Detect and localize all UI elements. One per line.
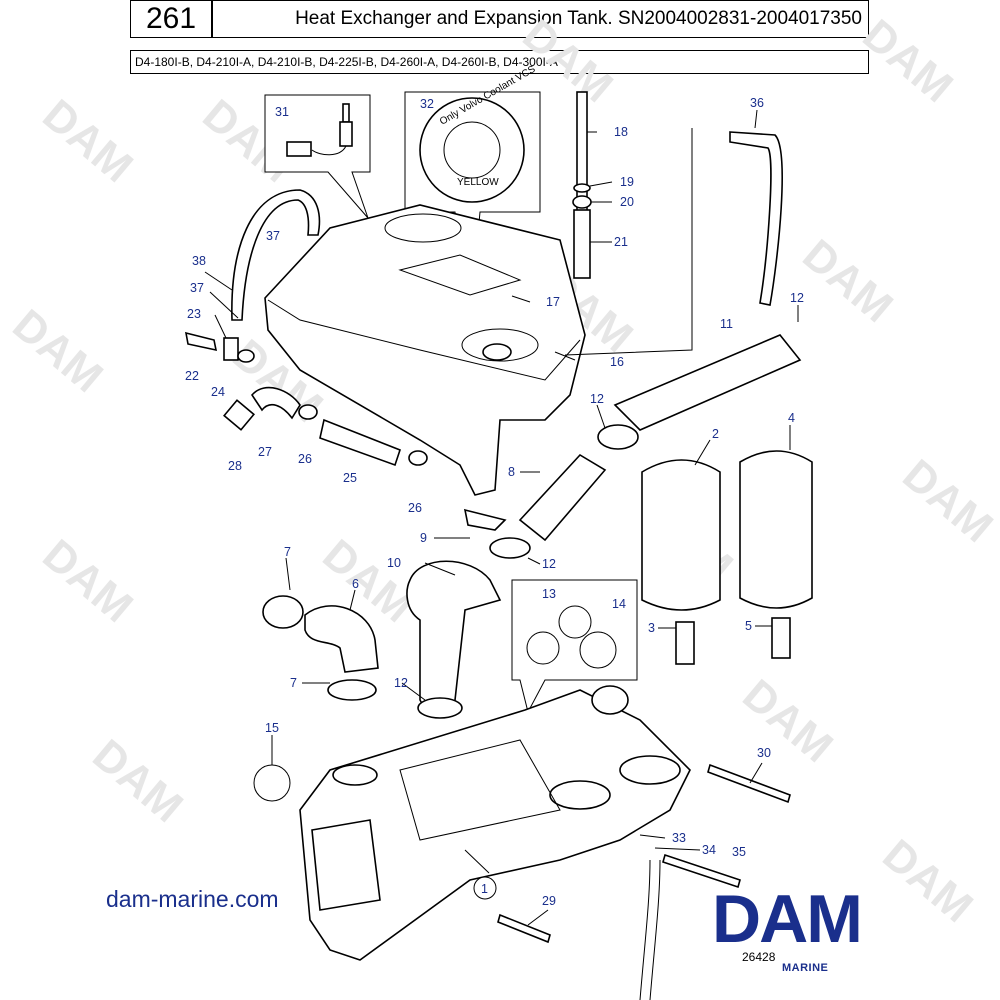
watermark-text: DAM bbox=[84, 730, 192, 832]
callout-12d: 12 bbox=[394, 676, 408, 690]
callout-2: 2 bbox=[712, 427, 719, 441]
callout-6: 6 bbox=[352, 577, 359, 591]
callout-20: 20 bbox=[620, 195, 634, 209]
callout-7a: 7 bbox=[284, 545, 291, 559]
cap-text-color: YELLOW bbox=[457, 177, 499, 188]
callout-28: 28 bbox=[228, 459, 242, 473]
callout-14: 14 bbox=[612, 597, 626, 611]
watermark-text: DAM bbox=[894, 450, 1000, 552]
inset-box-sensor bbox=[264, 94, 371, 219]
callout-11: 11 bbox=[720, 317, 733, 331]
watermark-text: DAM bbox=[4, 300, 112, 402]
callout-1: 1 bbox=[481, 882, 488, 896]
watermark-text: DAM bbox=[874, 830, 982, 932]
callout-5: 5 bbox=[745, 619, 752, 633]
callout-ring-1 bbox=[473, 876, 497, 900]
filter-canisters bbox=[641, 450, 813, 665]
callout-27: 27 bbox=[258, 445, 272, 459]
callout-22: 22 bbox=[185, 369, 199, 383]
watermark-text: DAM bbox=[854, 10, 962, 112]
callout-10: 10 bbox=[387, 556, 401, 570]
watermark-text: DAM bbox=[34, 90, 142, 192]
watermark-text: DAM bbox=[734, 670, 842, 772]
callout-25: 25 bbox=[343, 471, 357, 485]
callout-26a: 26 bbox=[298, 452, 312, 466]
page-number: 261 bbox=[130, 0, 212, 38]
callout-30: 30 bbox=[757, 746, 771, 760]
watermark-text: DAM bbox=[794, 230, 902, 332]
callout-37b: 37 bbox=[190, 281, 204, 295]
callout-16: 16 bbox=[610, 355, 624, 369]
callout-8: 8 bbox=[508, 465, 515, 479]
brand-subtitle: MARINE bbox=[782, 962, 829, 974]
callout-12b: 12 bbox=[790, 291, 804, 305]
callout-31: 31 bbox=[275, 105, 289, 119]
hoses-top bbox=[231, 91, 802, 431]
callout-12a: 12 bbox=[590, 392, 604, 406]
watermark-text: DAM bbox=[34, 530, 142, 632]
callout-3: 3 bbox=[648, 621, 655, 635]
callout-23: 23 bbox=[187, 307, 201, 321]
callout-38: 38 bbox=[192, 254, 206, 268]
callout-19: 19 bbox=[620, 175, 634, 189]
callout-26b: 26 bbox=[408, 501, 422, 515]
brand-logo-text: DAM bbox=[712, 881, 861, 957]
expansion-tank bbox=[264, 204, 586, 496]
callout-34: 34 bbox=[702, 843, 716, 857]
callout-7b: 7 bbox=[290, 676, 297, 690]
callout-9: 9 bbox=[420, 531, 427, 545]
callout-13: 13 bbox=[542, 587, 556, 601]
diagram-code: 26428 bbox=[742, 950, 776, 964]
callout-12c: 12 bbox=[542, 557, 556, 571]
callout-29: 29 bbox=[542, 894, 556, 908]
callout-18: 18 bbox=[614, 125, 628, 139]
callout-4: 4 bbox=[788, 411, 795, 425]
heat-exchanger bbox=[253, 685, 791, 1000]
leader-lines bbox=[204, 109, 799, 926]
website-link[interactable]: dam-marine.com bbox=[106, 886, 279, 912]
inset-box-cap: Only Volvo Coolant VCS YELLOW bbox=[404, 64, 541, 321]
callout-35: 35 bbox=[732, 845, 746, 859]
page-title: Heat Exchanger and Expansion Tank. SN200… bbox=[212, 0, 869, 38]
model-list: D4-180I-B, D4-210I-A, D4-210I-B, D4-225I… bbox=[130, 50, 869, 74]
inset-box-orings bbox=[511, 579, 638, 714]
hose-connector bbox=[463, 424, 639, 559]
callout-32: 32 bbox=[420, 97, 434, 111]
callout-33: 33 bbox=[672, 831, 686, 845]
callout-36: 36 bbox=[750, 96, 764, 110]
callout-21: 21 bbox=[614, 235, 628, 249]
hoses-middle bbox=[262, 560, 502, 719]
callout-37a: 37 bbox=[266, 229, 280, 243]
callout-15: 15 bbox=[265, 721, 279, 735]
callout-17: 17 bbox=[546, 295, 560, 309]
callout-labels: 31 32 18 19 20 21 36 37 38 37 23 22 24 1… bbox=[185, 96, 804, 908]
fittings-left bbox=[184, 331, 428, 467]
brand-logo: DAM bbox=[712, 881, 863, 957]
callout-24: 24 bbox=[211, 385, 225, 399]
